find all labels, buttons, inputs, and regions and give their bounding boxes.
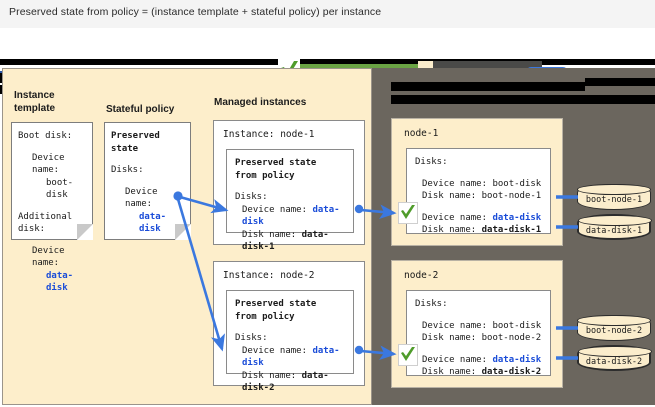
node1-boot-device: Device name: boot-disk [422, 178, 542, 189]
mi1-disk-name-row: Disk name: data-disk-1 [235, 229, 345, 254]
disk-cylinder-boot-node-1: boot-node-1 [577, 184, 651, 210]
mi2-disk-name-row: Disk name: data-disk-2 [235, 370, 345, 395]
mi1-device-name-label: Device name: [242, 204, 308, 215]
tmpl-boot-device-value: boot-disk [46, 177, 74, 201]
redacted-header-band [0, 28, 655, 94]
disk-cylinder-data-disk-1: data-disk-1 [577, 214, 652, 240]
managed-instance-node-2: Instance: node-2 Preserved state from po… [213, 261, 365, 393]
node2-boot-device: Device name: boot-disk [422, 320, 542, 331]
node1-data-device-value: data-disk [492, 212, 542, 223]
node1-disks-label: Disks: [415, 157, 448, 167]
tmpl-data-device-label: Device name: [32, 245, 65, 269]
mi2-disks-label: Disks: [235, 333, 268, 343]
status-check-node-1 [398, 202, 418, 224]
tmpl-additional-label2: disk: [18, 224, 46, 234]
managed-instance-2-label: Instance: node-2 [223, 270, 315, 281]
node1-data-device-label: Device name: [422, 212, 488, 223]
policy-device-name-label: Device name: [125, 186, 158, 210]
page-fold-corner [77, 224, 93, 240]
node2-disks-label: Disks: [415, 299, 448, 309]
disk-cylinder-boot-node-1-label: boot-node-1 [585, 195, 643, 205]
node-box-node-2: node-2 Disks: Device name: boot-disk Dis… [391, 260, 563, 388]
check-icon [401, 347, 415, 361]
mi1-preserved-line1: Preserved state [235, 158, 317, 168]
node2-data-device-row: Device name: data-disk [415, 354, 542, 367]
node2-data-disk-row: Disk name: data-disk-2 [415, 366, 542, 379]
tmpl-boot-device-label: Device name: [32, 152, 65, 176]
node1-data-device-row: Device name: data-disk [415, 212, 542, 225]
disk-cylinder-data-disk-2: data-disk-2 [577, 345, 652, 371]
mi1-device-name-value: data-disk [242, 204, 340, 228]
instance-template-card: Boot disk: Device name: boot-disk Additi… [11, 122, 93, 293]
right-redaction-cap [585, 78, 655, 86]
node2-data-device-value: data-disk [492, 354, 542, 365]
right-redaction-line2 [391, 95, 655, 104]
mi1-disks-label: Disks: [235, 192, 268, 202]
mi2-device-name-label: Device name: [242, 345, 308, 356]
disk-cylinder-boot-node-2-label: boot-node-2 [585, 326, 643, 336]
mi1-disk-name-value: data-disk-1 [242, 229, 329, 253]
node-2-label: node-2 [404, 270, 439, 281]
right-redaction-line1 [391, 82, 585, 91]
status-check-node-2 [398, 344, 418, 366]
mi2-disk-name-label: Disk name: [242, 370, 297, 381]
node2-data-disk-value: data-disk-2 [481, 367, 542, 377]
node2-boot-disk: Disk name: boot-node-2 [422, 333, 542, 343]
green-rule-upper [300, 64, 419, 68]
managed-instance-1-label: Instance: node-1 [223, 129, 315, 140]
node1-data-disk-row: Disk name: data-disk-1 [415, 224, 542, 237]
policy-disks-label: Disks: [111, 165, 144, 175]
policy-device-name-value: data-disk [139, 211, 167, 235]
disk-cylinder-boot-node-2: boot-node-2 [577, 315, 651, 341]
mi2-preserved-line2: from policy [235, 311, 295, 322]
mi2-preserved-line1: Preserved state [235, 299, 317, 309]
mi1-disk-name-label: Disk name: [242, 229, 297, 240]
tmpl-additional-label: Additional [18, 211, 73, 222]
node2-data-device-label: Device name: [422, 354, 488, 365]
page-title: Preserved state from policy = (instance … [9, 6, 382, 18]
redaction-bar-top [0, 59, 655, 65]
title-bar: Preserved state from policy = (instance … [0, 0, 655, 28]
mi2-device-name-row: Device name: data-disk [235, 345, 345, 370]
heading-instance-template: Instance template [14, 90, 56, 114]
node-1-label: node-1 [404, 128, 439, 139]
mi2-disk-name-value: data-disk-2 [242, 370, 329, 394]
node1-boot-disk: Disk name: boot-node-1 [422, 191, 542, 201]
page-fold-corner [175, 224, 191, 240]
disk-cylinder-data-disk-2-label: data-disk-2 [585, 357, 643, 367]
heading-stateful-policy: Stateful policy [106, 104, 175, 115]
mi1-preserved-line2: from policy [235, 170, 295, 181]
tmpl-boot-disk-label: Boot disk: [18, 131, 73, 141]
managed-instance-node-1: Instance: node-1 Preserved state from po… [213, 120, 365, 252]
managed-instance-1-preserved-state: Preserved state from policy Disks: Devic… [226, 149, 354, 252]
heading-managed-line1: Managed instances [214, 96, 307, 108]
node2-data-disk-label: Disk name: [422, 367, 477, 377]
stateful-policy-card: Preserved state Disks: Device name: data… [104, 122, 191, 240]
check-icon [401, 205, 415, 219]
mi2-device-name-value: data-disk [242, 345, 340, 369]
tmpl-data-device-value: data-disk [46, 270, 74, 294]
policy-preserved-label1: Preserved [111, 131, 160, 141]
policy-preserved-label2: state [111, 143, 139, 154]
mi1-device-name-row: Device name: data-disk [235, 204, 345, 229]
node1-data-disk-label: Disk name: [422, 225, 477, 235]
managed-instance-2-preserved-state: Preserved state from policy Disks: Devic… [226, 290, 354, 393]
disk-cylinder-data-disk-1-label: data-disk-1 [585, 226, 643, 236]
node-box-node-1: node-1 Disks: Device name: boot-disk Dis… [391, 118, 563, 246]
node-1-disks: Disks: Device name: boot-disk Disk name:… [406, 148, 551, 237]
node-2-disks: Disks: Device name: boot-disk Disk name:… [406, 290, 551, 379]
node1-data-disk-value: data-disk-1 [481, 225, 542, 235]
